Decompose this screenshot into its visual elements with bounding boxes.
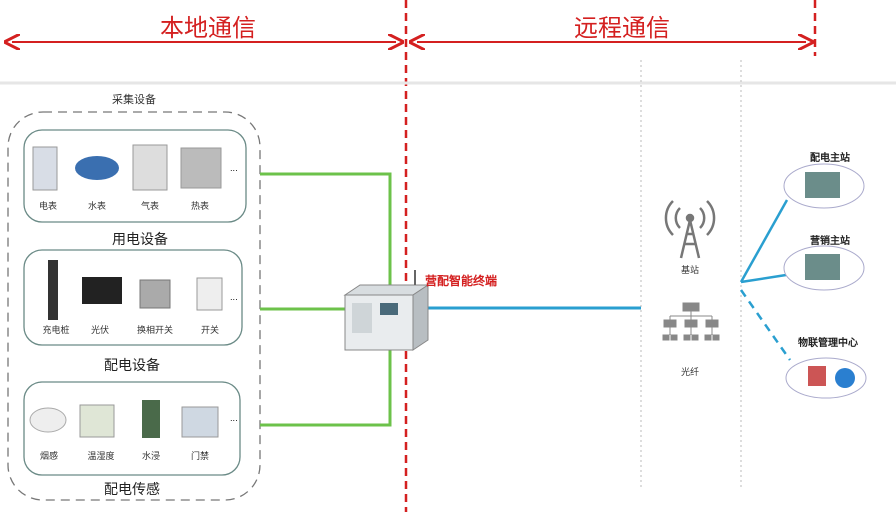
link-blue-3	[739, 289, 792, 361]
cloud-marketing-master-icon	[783, 245, 865, 291]
smoke-sensor-icon	[29, 407, 67, 433]
electric-meter-icon	[32, 146, 58, 191]
group-title: 配电设备	[104, 358, 160, 374]
item-label: 充电桩	[42, 326, 70, 336]
temp-humidity-icon	[79, 404, 115, 438]
station-label: 营销主站	[810, 236, 850, 247]
group-box-2	[23, 249, 243, 346]
heat-meter-icon	[180, 147, 222, 189]
item-label: 热表	[190, 202, 209, 212]
item-label: 门禁	[190, 452, 209, 462]
item-label: 光伏	[90, 326, 109, 336]
local-comm-title: 本地通信	[160, 14, 256, 42]
pv-icon	[82, 277, 122, 304]
fiber-label: 光纤	[680, 368, 699, 378]
station-label: 配电主站	[810, 153, 850, 164]
link-blue-1	[739, 199, 789, 283]
ellipsis: ...	[230, 414, 238, 423]
phase-switch-icon	[139, 279, 171, 309]
collect-outline	[7, 111, 261, 501]
item-label: 烟感	[39, 452, 58, 462]
charging-pile-icon	[48, 260, 58, 320]
item-label: 温湿度	[87, 452, 115, 462]
gas-meter-icon	[132, 144, 168, 191]
group-title: 配电传感	[104, 482, 160, 498]
switch-icon	[196, 277, 223, 311]
link-green-3	[260, 350, 392, 427]
terminal-device-icon	[343, 270, 430, 351]
item-label: 电表	[38, 202, 57, 212]
base-station-label: 基站	[680, 266, 699, 276]
remote-comm-title: 远程通信	[574, 14, 670, 42]
fiber-network-icon	[662, 302, 720, 341]
ellipsis: ...	[230, 164, 238, 173]
station-label: 物联管理中心	[798, 338, 858, 349]
group-box-3	[23, 381, 241, 476]
item-label: 气表	[140, 202, 159, 212]
water-sensor-icon	[142, 400, 160, 438]
item-label: 换相开关	[136, 326, 173, 336]
water-meter-icon	[75, 156, 119, 180]
collect-title: 采集设备	[112, 93, 156, 106]
group-box-1	[23, 129, 247, 223]
terminal-label: 营配智能终端	[425, 274, 498, 288]
ellipsis: ...	[230, 293, 238, 302]
group-title: 用电设备	[112, 232, 168, 248]
cloud-iot-center-icon	[785, 357, 867, 399]
access-control-icon	[181, 406, 219, 438]
link-blue-2	[740, 273, 787, 284]
item-label: 水浸	[141, 452, 160, 462]
link-green-1	[260, 172, 392, 287]
cloud-distribution-master-icon	[783, 163, 865, 209]
item-label: 水表	[87, 202, 106, 212]
base-station-icon	[664, 200, 716, 259]
item-label: 开关	[200, 326, 219, 336]
